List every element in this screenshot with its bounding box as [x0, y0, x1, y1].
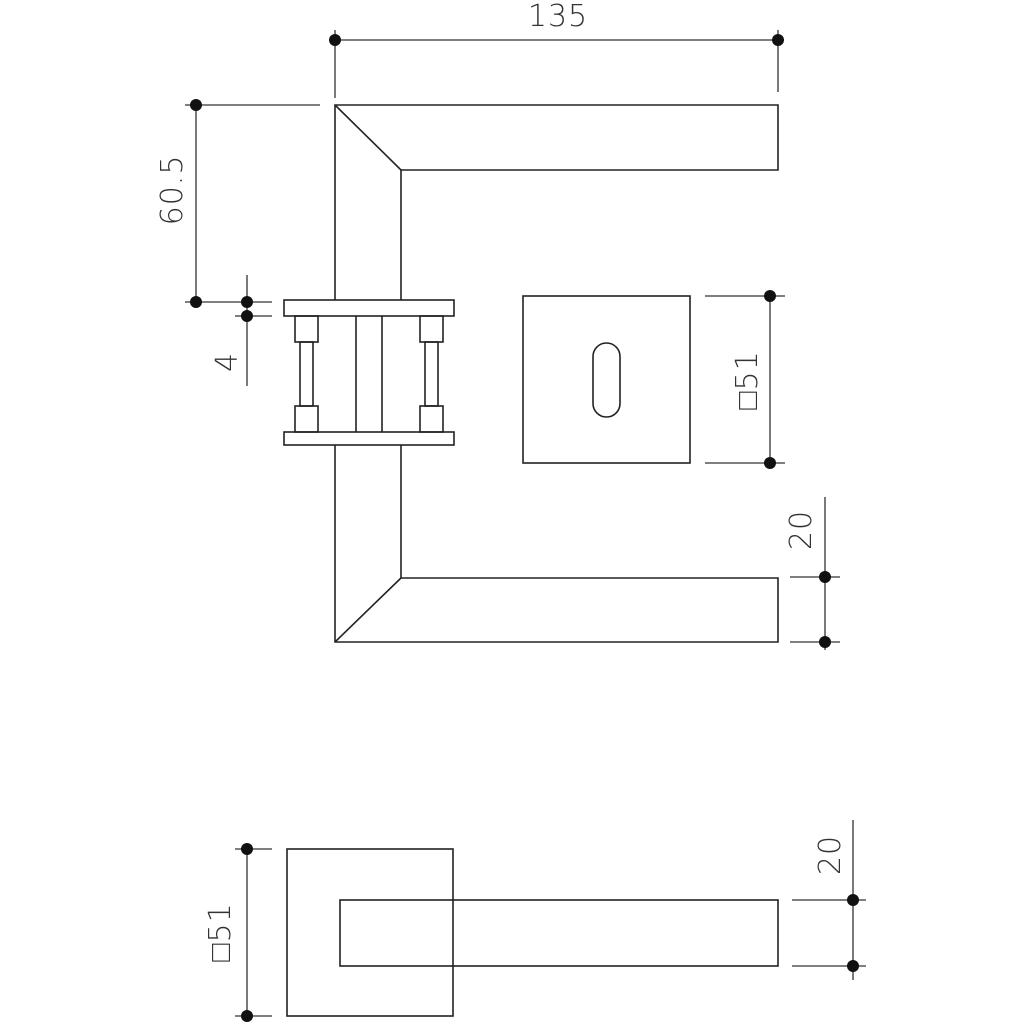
lever-front-view [334, 104, 779, 643]
dimension-label-4: 4 [210, 352, 245, 372]
dimension-51-bottom: □51 [203, 843, 272, 1022]
dimension-label-60-5: 60.5 [155, 155, 190, 226]
dimension-label-135: 135 [528, 0, 588, 34]
dimension-20-bottom: 20 [792, 820, 866, 980]
dimension-4: 4 [210, 275, 272, 386]
dimension-135: 135 [329, 0, 784, 98]
dimension-label-20: 20 [784, 510, 819, 550]
dimension-51-escutcheon: □51 [705, 290, 785, 469]
escutcheon-keyhole [522, 295, 691, 464]
dimension-label-20-bottom: 20 [813, 835, 848, 875]
lever-top-view [286, 848, 779, 1017]
keyhole-icon [592, 342, 621, 418]
dimension-label-51-bottom: □51 [203, 902, 238, 961]
dimension-20-top: 20 [784, 497, 840, 650]
dimension-60-5: 60.5 [155, 99, 320, 308]
dimension-label-51: □51 [730, 350, 765, 409]
rosette-side-view [283, 299, 455, 446]
